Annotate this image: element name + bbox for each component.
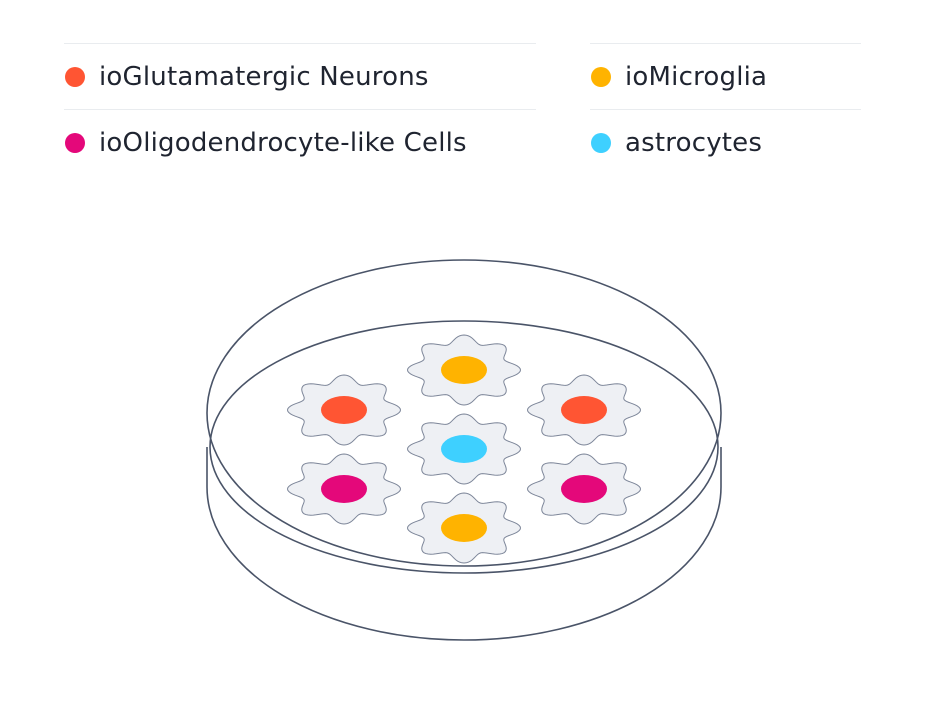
legend: ioGlutamatergic Neurons ioOligodendrocyt… (0, 0, 945, 190)
cell-group (286, 334, 642, 564)
cell-nucleus (561, 396, 607, 424)
legend-label: ioGlutamatergic Neurons (99, 61, 429, 92)
cell-oligodendrocyte (286, 453, 402, 525)
dot-icon (591, 132, 611, 153)
dish-base-rim (209, 320, 719, 574)
legend-label: astrocytes (625, 127, 763, 158)
cell-oligodendrocyte (526, 453, 642, 525)
legend-item-oligodendrocyte-like-cells: ioOligodendrocyte-like Cells (64, 109, 536, 175)
legend-column-left: ioGlutamatergic Neurons ioOligodendrocyt… (64, 43, 536, 175)
cell-neuron (286, 374, 402, 446)
cell-nucleus (561, 475, 607, 503)
cell-neuron (526, 374, 642, 446)
cell-nucleus (321, 396, 367, 424)
legend-item-microglia: ioMicroglia (590, 43, 861, 109)
legend-item-astrocytes: astrocytes (590, 109, 861, 175)
dot-icon (65, 66, 85, 87)
cell-nucleus (441, 514, 487, 542)
dot-icon (591, 66, 611, 87)
cell-microglia (406, 334, 522, 406)
dish-rim (206, 259, 722, 567)
cell-nucleus (441, 435, 487, 463)
cell-nucleus (441, 356, 487, 384)
dish-wall (206, 447, 722, 641)
legend-label: ioOligodendrocyte-like Cells (99, 127, 467, 158)
cell-microglia (406, 492, 522, 564)
cell-nucleus (321, 475, 367, 503)
cell-astrocyte (406, 413, 522, 485)
legend-column-right: ioMicroglia astrocytes (590, 43, 861, 175)
legend-item-glutamatergic-neurons: ioGlutamatergic Neurons (64, 43, 536, 109)
petri-dish (206, 259, 722, 641)
dot-icon (65, 132, 85, 153)
legend-label: ioMicroglia (625, 61, 768, 92)
